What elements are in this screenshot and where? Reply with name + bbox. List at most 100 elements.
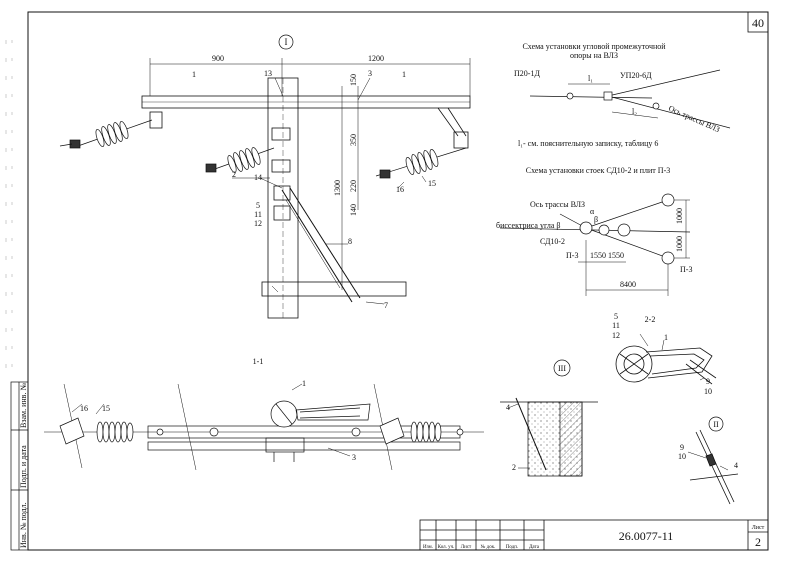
dim-1200: 1200 [368, 54, 384, 63]
scheme2-post-label: СД10-2 [540, 237, 565, 246]
dim-140: 140 [349, 204, 358, 216]
insulator-string-center [205, 147, 275, 173]
view4-callout-9: 9 [680, 443, 684, 452]
scheme2-dim-1550b: 1550 [608, 251, 624, 260]
callout-12: 12 [254, 219, 262, 228]
view3-callout-2: 2 [512, 463, 516, 472]
callout-13: 13 [264, 69, 272, 78]
scheme2-angle-b: β [594, 215, 598, 224]
view4-circle [708, 416, 724, 432]
view4-drawing [687, 429, 739, 505]
dim-1300: 1300 [333, 180, 342, 196]
section11-title: 1-1 [253, 357, 264, 366]
view2-callout-11: 11 [612, 321, 620, 330]
main-view-label: I [285, 37, 288, 47]
section11-callout-15: 15 [102, 404, 110, 413]
scheme2-post [579, 221, 593, 235]
view3-drawing [500, 397, 598, 477]
view2-callout-5: 5 [614, 312, 618, 321]
scheme1-label-up20: УП20-6Д [620, 71, 652, 80]
view2-callout-9: 9 [706, 377, 710, 386]
scheme2-bisector: биссектриса угла β [496, 221, 560, 230]
scheme2-dim-1550a: 1550 [590, 251, 606, 260]
stamp-replace-inv: Взам. инв. № [19, 383, 28, 428]
scheme2-dim-1000a: 1000 [675, 208, 684, 224]
scheme2-anchor-bottom [661, 251, 675, 265]
section11-callout-1: 1 [302, 379, 306, 388]
scheme2-plate-left: П-3 [566, 251, 578, 260]
stamp-inv-original: Инв. № подл. [19, 502, 28, 548]
tb-col-date: Дата [529, 545, 540, 550]
view4-callout-4: 4 [734, 461, 738, 470]
tb-col-rev: Изм. [423, 545, 433, 550]
sheet-frame [27, 11, 769, 551]
main-view-circle [278, 34, 294, 50]
insulator-string-left [59, 119, 153, 149]
view3-circle [553, 359, 571, 377]
section-mark-right: 1 [402, 70, 406, 79]
tb-col-sign: Подп. [506, 545, 518, 550]
scheme2-plate-mid [598, 224, 610, 236]
scheme1-axis: Ось трассы ВЛЗ [667, 104, 721, 135]
callout-3: 3 [368, 69, 372, 78]
scheme2-plate-near [617, 223, 631, 237]
scheme1-title-line1: Схема установки угловой промежуточной [522, 42, 666, 51]
dim-150: 150 [349, 74, 358, 86]
view2-callout-12: 12 [612, 331, 620, 340]
scheme1-l1: l₁ [588, 74, 593, 83]
drawing-code: 26.0077-11 [619, 529, 674, 543]
dim-220: 220 [349, 180, 358, 192]
view2-callout-10: 10 [704, 387, 712, 396]
tb-col-qty: Кол. уч. [438, 545, 455, 550]
callout-2: 2 [232, 170, 236, 179]
dim-900: 900 [212, 54, 224, 63]
section-mark-left: 1 [192, 70, 196, 79]
scheme2-anchor-top [661, 193, 675, 207]
dim-350: 350 [349, 134, 358, 146]
section11-callout-3: 3 [352, 453, 356, 462]
view2-callout-1: 1 [664, 333, 668, 342]
insulator-string-right [375, 147, 467, 179]
view4-callout-10: 10 [678, 452, 686, 461]
sheet-number: 2 [755, 535, 761, 549]
main-view-drawing [141, 58, 471, 319]
callout-11: 11 [254, 210, 262, 219]
view3-callout-4: 4 [506, 403, 510, 412]
side-stamp [10, 381, 29, 551]
scheme1-support-next [652, 102, 660, 110]
callout-14: 14 [254, 173, 262, 182]
scheme2-drawing [499, 199, 691, 296]
scheme1-drawing [529, 69, 731, 129]
scheme1-label-p20: П20-1Д [514, 69, 540, 78]
scheme1-support-p20 [566, 92, 574, 100]
scheme2-plate-right: П-3 [680, 265, 692, 274]
view2-title: 2-2 [645, 315, 656, 324]
section11-callout-16: 16 [80, 404, 88, 413]
section11-insulators [59, 417, 464, 445]
sheet-label: Лист [752, 525, 765, 531]
title-block [419, 519, 769, 551]
view2-drawing [615, 333, 717, 385]
page-number: 40 [752, 16, 764, 30]
scheme2-dim-1000b: 1000 [675, 236, 684, 252]
callout-7: 7 [384, 301, 388, 310]
view4-label: II [713, 420, 719, 429]
tb-col-doc: № док. [481, 544, 496, 550]
scheme1-title-line2: опоры на ВЛЗ [570, 51, 618, 60]
scheme1-l2: l₂ [632, 107, 637, 116]
callout-8: 8 [348, 237, 352, 246]
scheme2-dim-8400: 8400 [620, 280, 636, 289]
stamp-sign-date: Подп. и дата [19, 445, 28, 488]
side-ghost-marks [5, 40, 13, 370]
view3-label: III [558, 364, 566, 373]
scheme2-title: Схема установки стоек СД10-2 и плит П-3 [526, 166, 670, 175]
callout-16: 16 [396, 185, 404, 194]
callout-5: 5 [256, 201, 260, 210]
tb-col-sheet: Лист [461, 545, 472, 550]
callout-15: 15 [428, 179, 436, 188]
scheme1-support-up20 [603, 91, 613, 101]
scheme2-axis: Ось трассы ВЛЗ [530, 200, 585, 209]
scheme1-note: l₁- см. пояснительную записку, таблицу 6 [518, 139, 658, 148]
scheme2-angle-a: α [590, 207, 595, 216]
